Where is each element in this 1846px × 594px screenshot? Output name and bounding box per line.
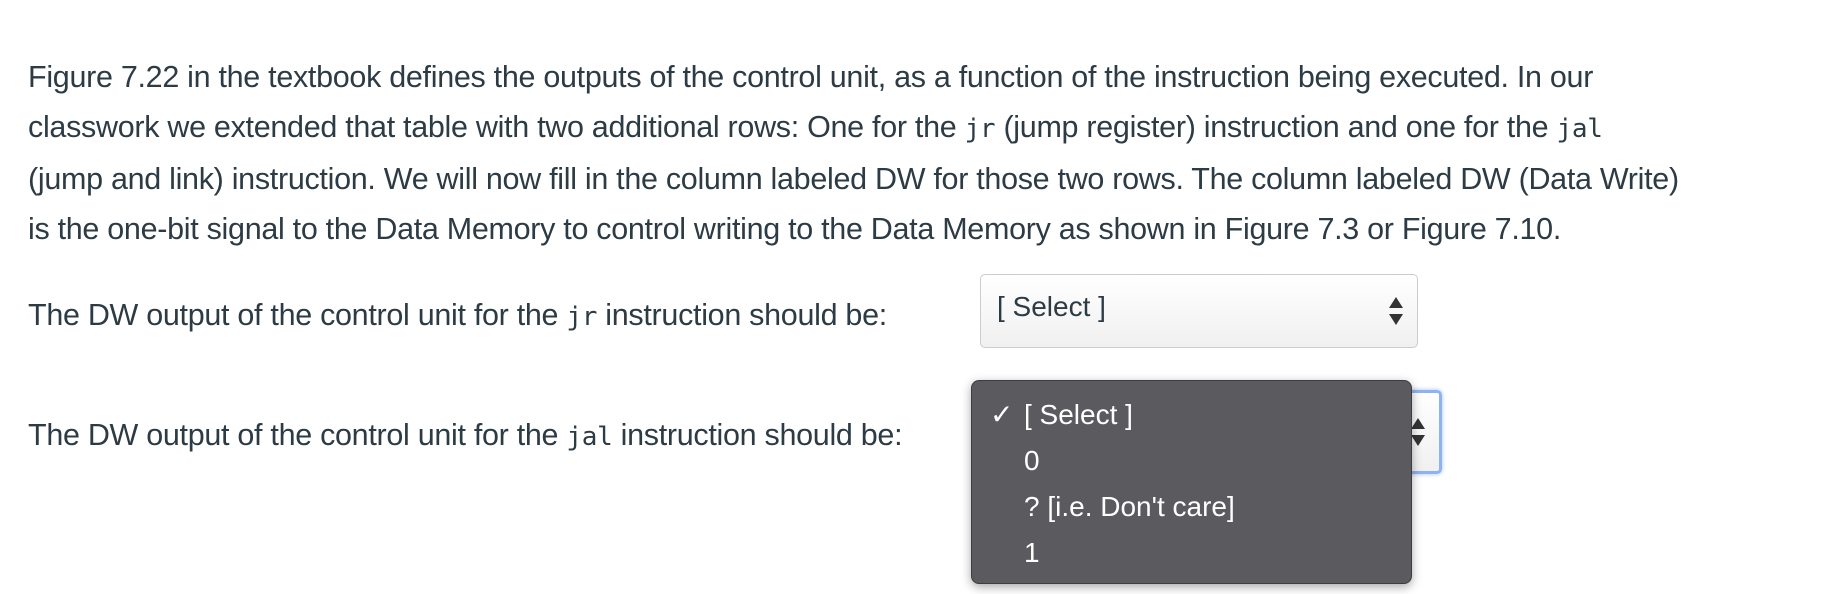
- question-text: The DW output of the control unit for th…: [28, 298, 567, 332]
- jr-dw-select[interactable]: [ Select ]: [980, 274, 1418, 348]
- paragraph-text: (jump register) instruction and one for …: [995, 110, 1557, 144]
- instructions-paragraph: Figure 7.22 in the textbook defines the …: [28, 52, 1828, 254]
- select-value: [ Select ]: [997, 291, 1106, 322]
- checkmark-icon: ✓: [990, 399, 1014, 430]
- question-jr: The DW output of the control unit for th…: [28, 298, 887, 333]
- up-down-arrows-icon: [1389, 297, 1403, 325]
- question-jal: The DW output of the control unit for th…: [28, 418, 903, 453]
- dropdown-option-dont-care[interactable]: ? [i.e. Don't care]: [1024, 491, 1235, 522]
- question-text: instruction should be:: [612, 418, 903, 452]
- up-down-arrows-icon: [1411, 418, 1425, 446]
- paragraph-line-3: (jump and link) instruction. We will now…: [28, 162, 1679, 196]
- dropdown-option-0[interactable]: 0: [1024, 445, 1040, 476]
- paragraph-line-2: classwork we extended that table with tw…: [28, 102, 1828, 154]
- paragraph-line-1: Figure 7.22 in the textbook defines the …: [28, 60, 1594, 94]
- question-text: The DW output of the control unit for th…: [28, 418, 567, 452]
- paragraph-text: classwork we extended that table with tw…: [28, 110, 965, 144]
- code-jr: jr: [566, 302, 598, 332]
- paragraph-line-4: is the one-bit signal to the Data Memory…: [28, 212, 1562, 246]
- dropdown-menu: ✓ [ Select ] 0 ? [i.e. Don't care] 1: [971, 380, 1412, 584]
- code-jal: jal: [1556, 114, 1603, 144]
- dropdown-option-select[interactable]: [ Select ]: [1024, 399, 1133, 430]
- code-jr: jr: [964, 114, 996, 144]
- code-jal: jal: [566, 422, 613, 452]
- dropdown-option-1[interactable]: 1: [1024, 537, 1040, 568]
- question-text: instruction should be:: [597, 298, 887, 332]
